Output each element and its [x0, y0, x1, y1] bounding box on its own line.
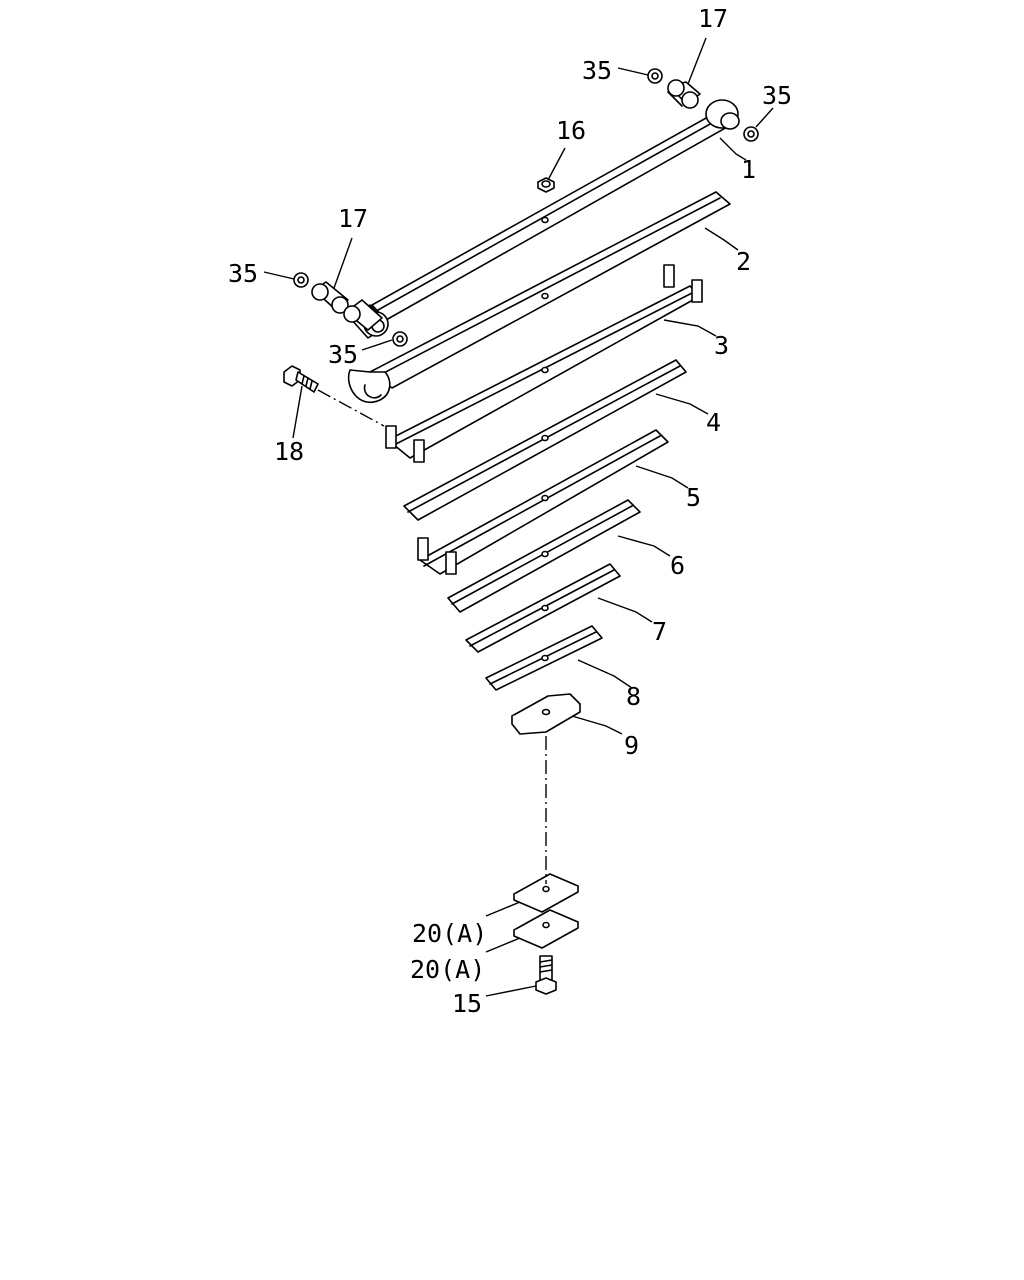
leaf-4 — [403, 359, 687, 521]
part-9-spacer-pad — [511, 693, 581, 735]
callout-7: 7 — [652, 617, 667, 646]
leaf-3 — [385, 264, 703, 463]
part-17-bushing-left — [311, 281, 349, 314]
callout-15: 15 — [452, 989, 482, 1018]
callout-35-top-right: 35 — [762, 81, 792, 110]
callout-20a-lower: 20(A) — [410, 955, 485, 984]
callout-35-mid: 35 — [328, 340, 358, 369]
leaf-7 — [465, 563, 621, 653]
part-20a-plate-lower — [513, 909, 579, 949]
callout-35-top-left: 35 — [582, 56, 612, 85]
part-35-washer-top-left — [647, 68, 663, 84]
callout-17-top: 17 — [698, 4, 728, 33]
part-35-washer-mid — [392, 331, 408, 347]
callout-5: 5 — [686, 483, 701, 512]
callout-2: 2 — [736, 247, 751, 276]
callout-4: 4 — [706, 408, 721, 437]
leader-lines — [263, 37, 774, 997]
leaf-2 — [347, 191, 731, 403]
callout-8: 8 — [626, 682, 641, 711]
part-17-eye-bushing — [343, 299, 383, 331]
bolt-axis-line — [317, 389, 385, 427]
part-35-washer-left — [293, 272, 309, 288]
callout-17-left: 17 — [338, 204, 368, 233]
callout-18: 18 — [274, 437, 304, 466]
part-18-bolt — [283, 365, 319, 393]
callout-3: 3 — [714, 331, 729, 360]
leaf-6 — [447, 499, 641, 613]
part-17-bushing-top — [667, 79, 701, 109]
callout-1: 1 — [741, 155, 756, 184]
part-20a-plate-upper — [513, 873, 579, 913]
callout-16: 16 — [556, 116, 586, 145]
part-16-center-nut — [537, 177, 555, 193]
callout-6: 6 — [670, 551, 685, 580]
leaf-8 — [485, 625, 603, 691]
callout-20a-upper: 20(A) — [412, 919, 487, 948]
part-35-washer-top-right — [743, 126, 759, 142]
part-15-center-bolt — [535, 955, 557, 995]
callout-35-left: 35 — [228, 259, 258, 288]
callout-9: 9 — [624, 731, 639, 760]
leaf-5 — [417, 429, 669, 575]
